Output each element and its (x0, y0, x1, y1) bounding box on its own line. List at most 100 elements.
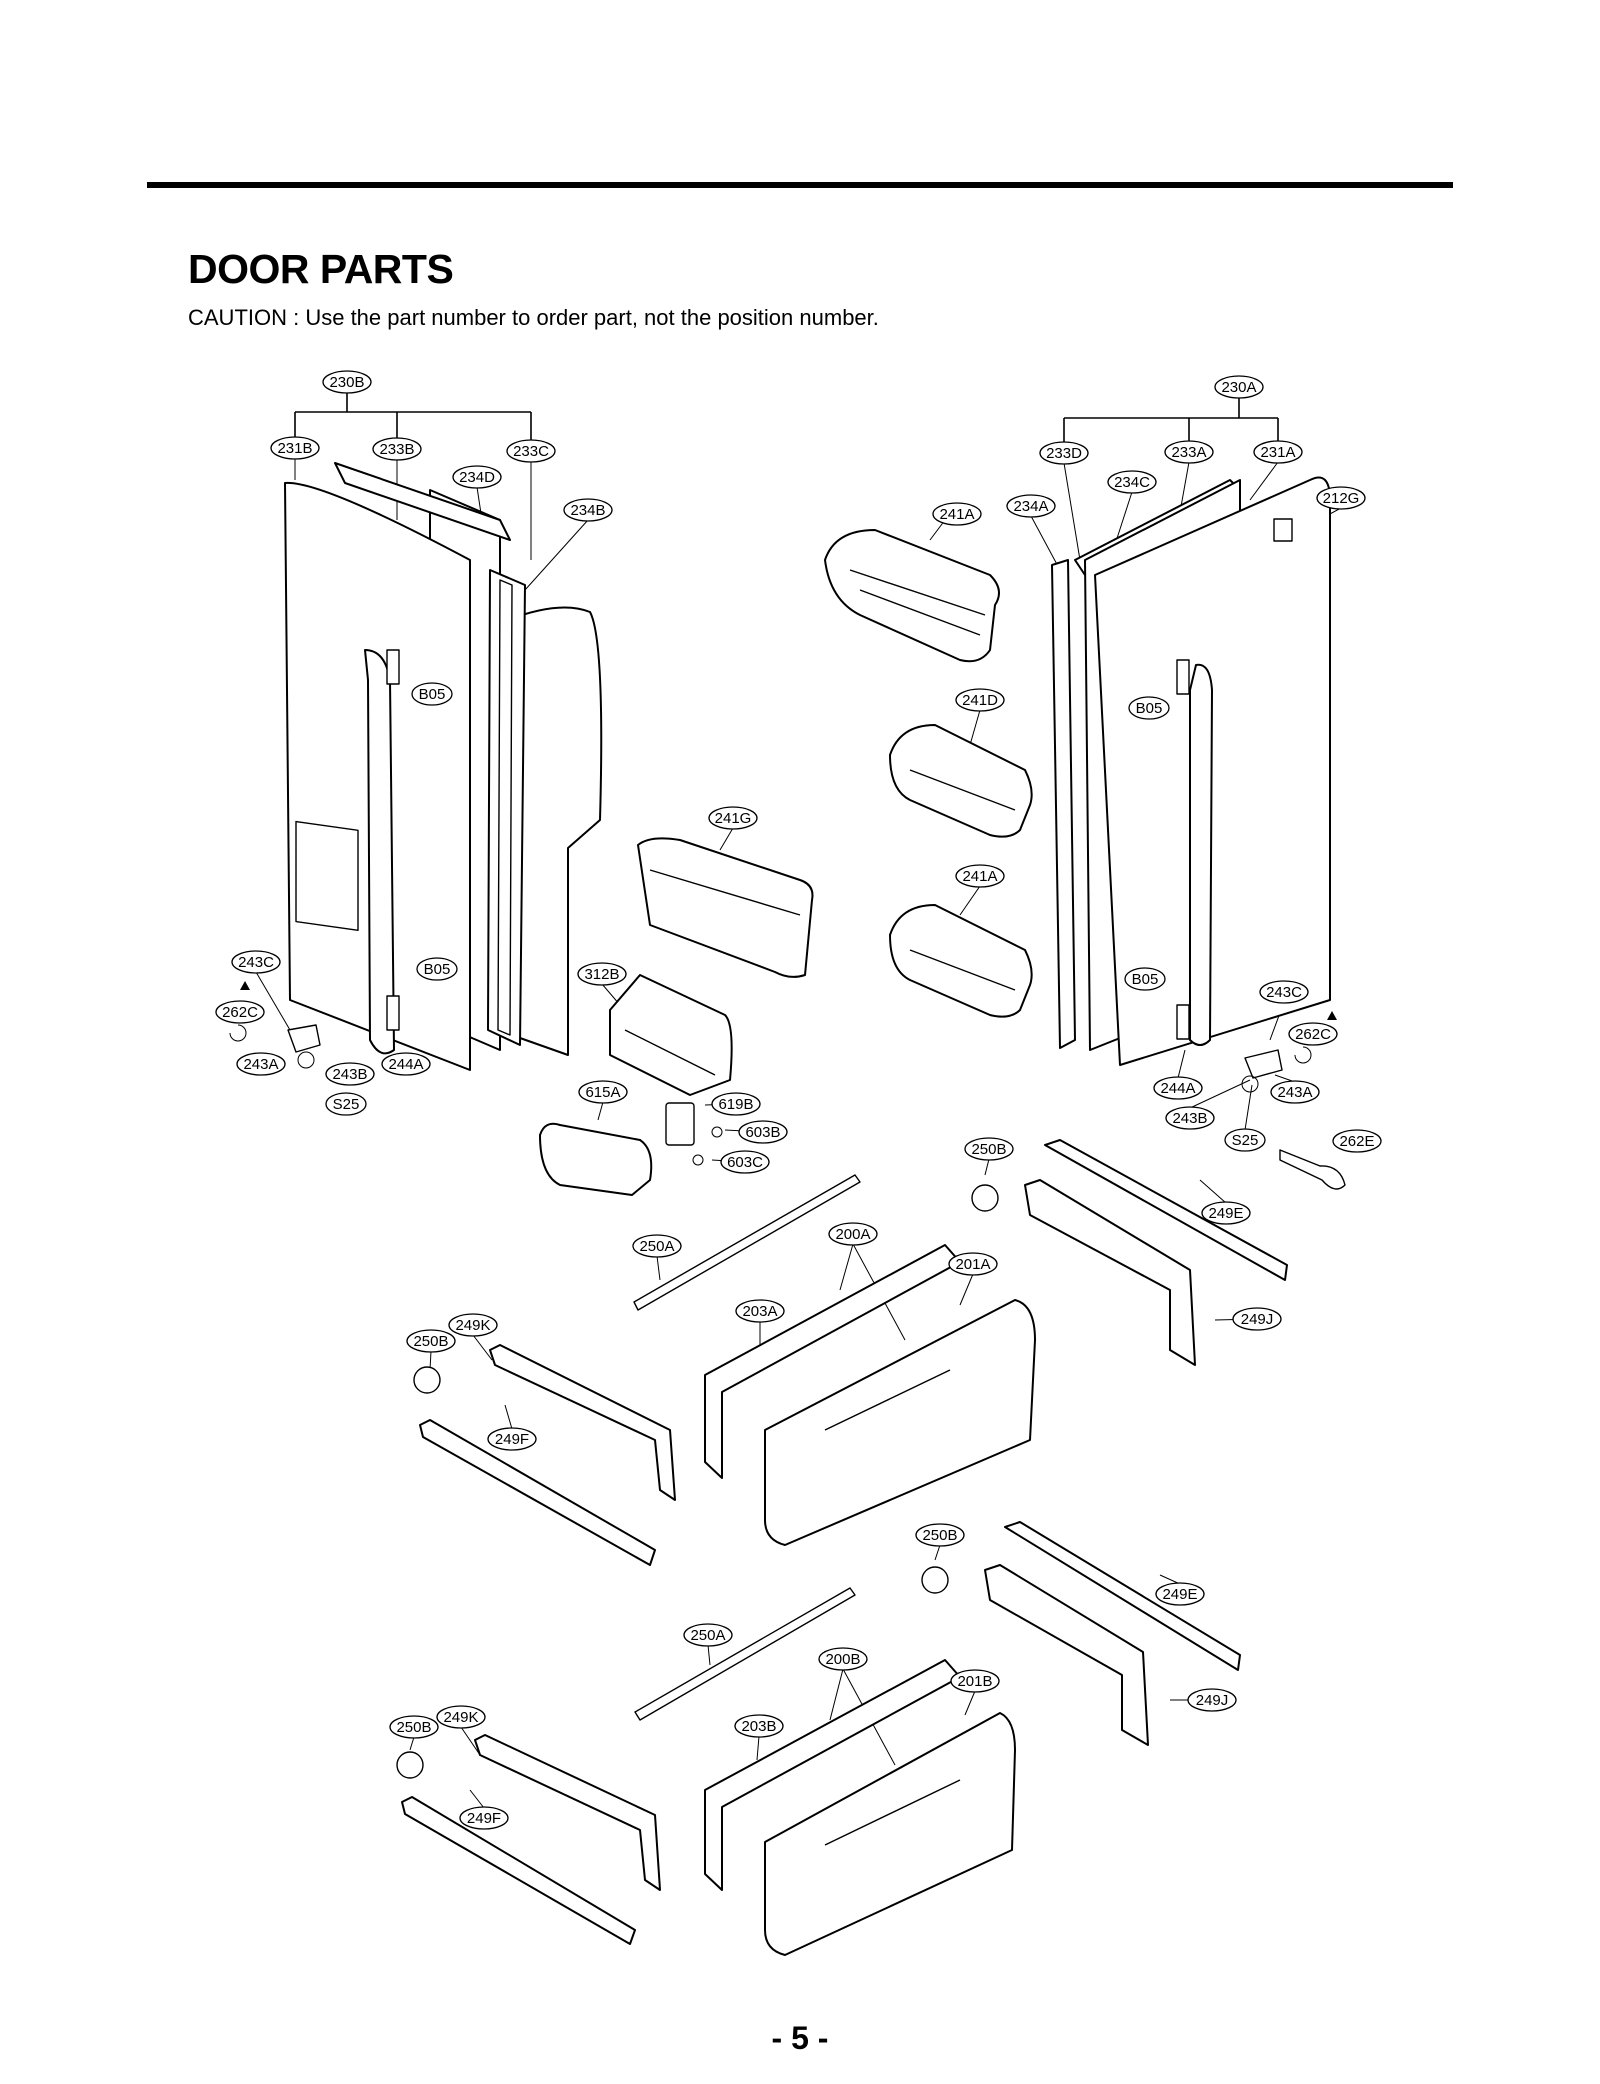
callout-oval (506, 439, 556, 463)
callout-text: 234D (459, 469, 495, 486)
right-door-assembly (1051, 476, 1331, 1066)
part-callout-234b: 234B (563, 498, 613, 522)
callout-text: 212G (1323, 490, 1360, 507)
part-callout-b05: B05 (1128, 696, 1170, 720)
part-callout-231a: 231A (1253, 440, 1303, 464)
page-number: - 5 - (771, 2020, 829, 2056)
callout-text: 250A (690, 1627, 725, 1644)
dispenser-parts (539, 974, 733, 1196)
callout-oval (381, 1052, 431, 1076)
callout-text: 200B (825, 1651, 860, 1668)
left-door-assembly (284, 462, 603, 1071)
part-callout-200b: 200B (818, 1647, 868, 1671)
upper-drawer-section (413, 1139, 1288, 1566)
part-callout-201a: 201A (948, 1252, 998, 1276)
part-callout-615a: 615A (578, 1080, 628, 1104)
callout-text: 249E (1162, 1586, 1197, 1603)
part-callout-243a: 243A (1270, 1080, 1320, 1104)
part-callout-619b: 619B (711, 1092, 761, 1116)
callout-text: 615A (585, 1084, 620, 1101)
callout-oval (372, 437, 422, 461)
callout-oval (955, 688, 1005, 712)
callout-text: 233A (1171, 444, 1206, 461)
callout-text: 244A (388, 1056, 423, 1073)
callout-oval (1214, 375, 1264, 399)
part-callout-249j: 249J (1187, 1688, 1237, 1712)
callout-oval (1232, 1307, 1282, 1331)
callout-oval (436, 1705, 486, 1729)
callout-text: 249F (495, 1431, 529, 1448)
callout-oval (738, 1120, 788, 1144)
callout-oval (322, 370, 372, 394)
callout-text: 243B (1172, 1110, 1207, 1127)
part-callout-212g: 212G (1316, 486, 1366, 510)
part-callout-603b: 603B (738, 1120, 788, 1144)
callout-text: 241A (939, 506, 974, 523)
part-callout-249k: 249K (448, 1313, 498, 1337)
callout-oval (1187, 1688, 1237, 1712)
callout-oval (1039, 441, 1089, 465)
callout-oval (1153, 1076, 1203, 1100)
part-callout-231b: 231B (270, 436, 320, 460)
part-callout-234c: 234C (1107, 470, 1157, 494)
part-callout-249j: 249J (1232, 1307, 1282, 1331)
callout-text: S25 (333, 1096, 360, 1113)
callout-oval (236, 1052, 286, 1076)
callout-oval (735, 1299, 785, 1323)
part-callout-241d: 241D (955, 688, 1005, 712)
callout-oval (1164, 440, 1214, 464)
callout-text: 603C (727, 1154, 763, 1171)
part-callout-262e: 262E (1332, 1129, 1382, 1153)
callout-oval (683, 1623, 733, 1647)
callout-text: 250A (639, 1238, 674, 1255)
callout-text: 244A (1160, 1080, 1195, 1097)
header-rule (147, 182, 1453, 188)
callout-oval (1253, 440, 1303, 464)
callout-text: 203A (742, 1303, 777, 1320)
part-callout-201b: 201B (950, 1669, 1000, 1693)
part-callout-200a: 200A (828, 1222, 878, 1246)
part-callout-603c: 603C (720, 1150, 770, 1174)
callout-oval (1165, 1106, 1215, 1130)
callout-text: 230A (1221, 379, 1256, 396)
part-callout-250a: 250A (632, 1234, 682, 1258)
callout-text: B05 (1132, 971, 1159, 988)
callout-text: 230B (329, 374, 364, 391)
callout-text: 243A (243, 1056, 278, 1073)
callout-text: 249J (1196, 1692, 1229, 1709)
callout-oval (1201, 1201, 1251, 1225)
callout-text: 203B (741, 1718, 776, 1735)
part-callout-262c: 262C (1288, 1022, 1338, 1046)
callout-text: 231A (1260, 444, 1295, 461)
callout-text: 241A (962, 868, 997, 885)
callout-oval (932, 502, 982, 526)
callout-text: 241D (962, 692, 998, 709)
callout-oval (1332, 1129, 1382, 1153)
callout-text: 262C (222, 1004, 258, 1021)
callout-oval (1270, 1080, 1320, 1104)
door-bins (637, 529, 1033, 1018)
callout-oval (964, 1137, 1014, 1161)
callout-text: 243C (238, 954, 274, 971)
callout-text: 312B (584, 966, 619, 983)
part-callout-241a: 241A (955, 864, 1005, 888)
callout-text: 249K (455, 1317, 490, 1334)
part-callout-203b: 203B (734, 1714, 784, 1738)
part-callout-250b: 250B (915, 1523, 965, 1547)
callout-oval (1006, 494, 1056, 518)
callout-oval (828, 1222, 878, 1246)
callout-oval (711, 1092, 761, 1116)
callout-oval (448, 1313, 498, 1337)
callout-text: 250B (413, 1333, 448, 1350)
hinge-hardware (229, 981, 1346, 1190)
callout-oval (734, 1714, 784, 1738)
part-callout-249f: 249F (459, 1806, 509, 1830)
callout-text: 234C (1114, 474, 1150, 491)
part-callout-b05: B05 (416, 957, 458, 981)
part-callout-s25: S25 (325, 1092, 367, 1116)
part-callout-250a: 250A (683, 1623, 733, 1647)
callout-oval (459, 1806, 509, 1830)
callout-text: B05 (424, 961, 451, 978)
part-callout-230a: 230A (1214, 375, 1264, 399)
